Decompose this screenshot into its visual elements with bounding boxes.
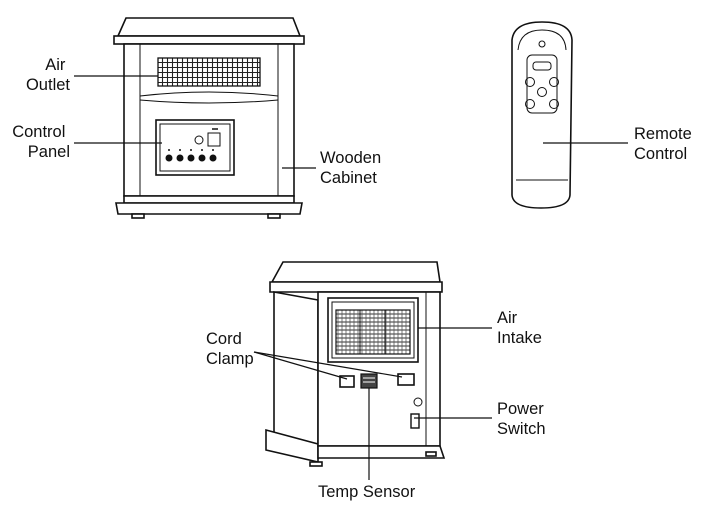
label-temp-sensor: Temp Sensor xyxy=(318,483,416,501)
label-air-intake: Air Intake xyxy=(497,309,542,347)
control-panel-box xyxy=(155,119,235,176)
label-air-outlet: Air Outlet xyxy=(26,56,70,94)
remote-control-illustration xyxy=(511,21,573,209)
leader-lines xyxy=(74,75,628,480)
label-wooden-cabinet: Wooden Cabinet xyxy=(320,149,386,187)
label-control-panel: Control Panel xyxy=(12,123,70,161)
control-panel-buttons xyxy=(165,149,217,162)
air-outlet-grille xyxy=(157,57,261,87)
front-heater-illustration xyxy=(113,17,305,219)
power-switch-rocker xyxy=(410,413,420,429)
temp-sensor-block xyxy=(360,373,378,389)
air-intake-grille xyxy=(335,309,411,355)
label-cord-clamp: Cord Clamp xyxy=(206,330,254,368)
label-remote-control: Remote Control xyxy=(634,125,696,163)
back-heater-illustration xyxy=(265,261,446,467)
label-power-switch: Power Switch xyxy=(497,400,548,438)
